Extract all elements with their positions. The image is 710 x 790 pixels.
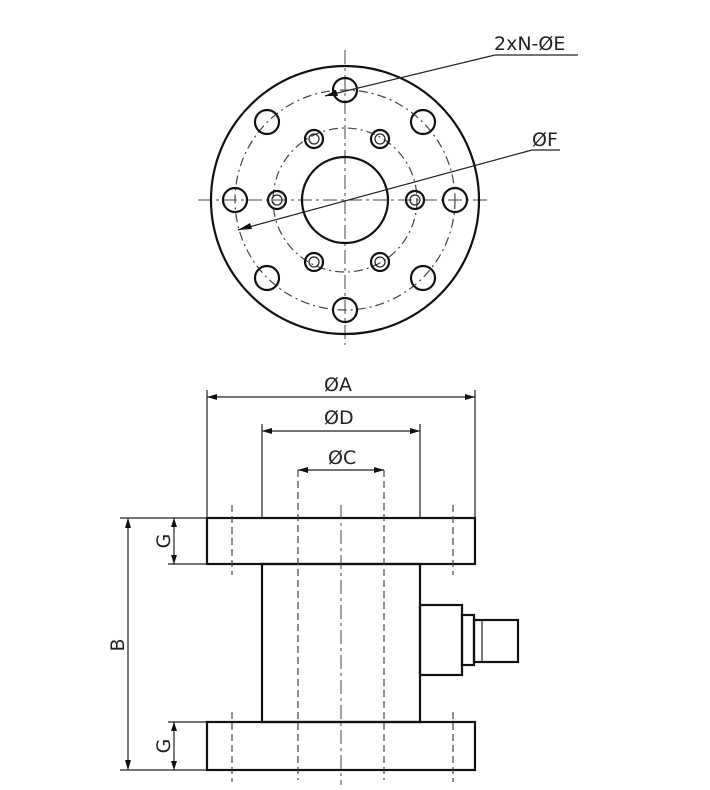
dim-c-label: ØC bbox=[328, 447, 356, 469]
connector bbox=[418, 603, 520, 677]
central-bore bbox=[300, 155, 390, 245]
holes-label: 2xN-ØE bbox=[494, 33, 565, 55]
outer-hole bbox=[331, 296, 359, 324]
threaded-hole bbox=[303, 128, 325, 150]
dim-g-top-label: G bbox=[153, 534, 175, 549]
outer-flange-circle bbox=[209, 64, 481, 336]
dim-g-bottom-label: G bbox=[153, 739, 175, 754]
outer-hole bbox=[409, 264, 437, 292]
threaded-hole bbox=[404, 189, 426, 211]
outer-bolt-circle bbox=[234, 89, 456, 311]
top-view: 2xN-ØE ØF bbox=[198, 33, 578, 345]
bolt-circle-label: ØF bbox=[532, 129, 558, 151]
side-view: ØA ØD ØC B G G bbox=[107, 374, 520, 785]
outer-hole bbox=[253, 264, 281, 292]
bolt-circle-leader-line bbox=[237, 149, 533, 231]
outer-hole bbox=[253, 108, 281, 136]
bolt-circle-leader-arrow bbox=[238, 223, 252, 230]
holes-leader-arrow bbox=[325, 90, 338, 96]
outer-hole bbox=[409, 108, 437, 136]
holes-leader-line bbox=[324, 54, 496, 97]
outer-holes bbox=[221, 76, 469, 324]
dim-a-label: ØA bbox=[324, 374, 352, 396]
dim-d-label: ØD bbox=[324, 407, 354, 429]
threaded-hole bbox=[369, 128, 391, 150]
threaded-hole bbox=[303, 251, 325, 273]
inner-bolt-circle bbox=[272, 127, 418, 273]
threaded-holes bbox=[266, 128, 426, 273]
threaded-hole bbox=[369, 251, 391, 273]
bottom-flange bbox=[205, 720, 477, 772]
hidden-lines bbox=[231, 470, 454, 782]
outer-hole bbox=[441, 186, 469, 214]
outer-hole bbox=[221, 186, 249, 214]
threaded-hole bbox=[266, 189, 288, 211]
dim-b-label: B bbox=[107, 638, 129, 651]
outer-hole bbox=[331, 76, 359, 104]
